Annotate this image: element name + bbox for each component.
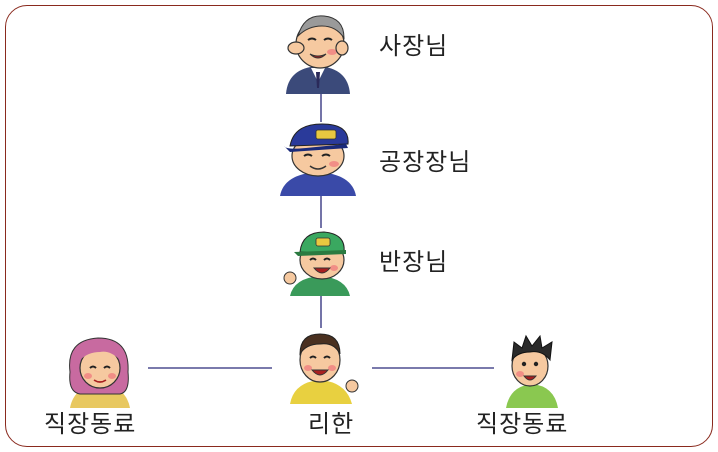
label-factory-manager: 공장장님 bbox=[379, 148, 472, 176]
label-team-leader: 반장님 bbox=[379, 248, 449, 276]
coworker-left-figure bbox=[69, 337, 130, 408]
factory-manager-figure bbox=[280, 123, 356, 196]
diagram-frame bbox=[5, 5, 713, 447]
team-leader-figure bbox=[283, 231, 350, 296]
rihan-figure bbox=[290, 333, 359, 404]
label-rihan: 리한 bbox=[308, 410, 355, 438]
label-coworker-left: 직장동료 bbox=[44, 410, 137, 438]
president-figure bbox=[286, 15, 350, 94]
label-coworker-right: 직장동료 bbox=[476, 410, 569, 438]
label-president: 사장님 bbox=[379, 32, 449, 60]
coworker-right-figure bbox=[506, 334, 558, 408]
